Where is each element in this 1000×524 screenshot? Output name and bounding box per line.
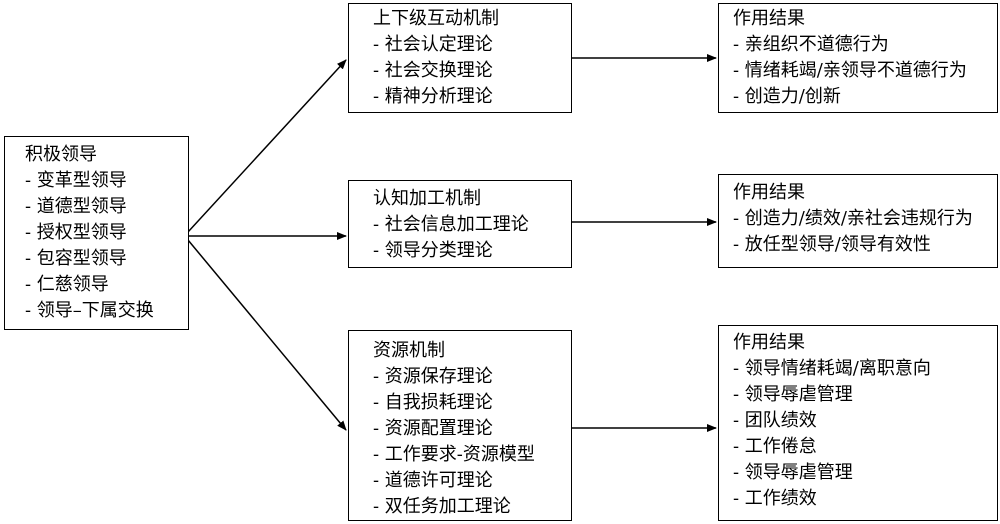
mechanism-item: - 领导分类理论: [373, 240, 493, 261]
outcome-item: - 情绪耗竭/亲领导不道德行为: [733, 60, 967, 81]
outcome-item: - 领导辱虐管理: [733, 462, 853, 483]
outcome-box-3: 作用结果 - 领导情绪耗竭/离职意向 - 领导辱虐管理 - 团队绩效 - 工作倦…: [718, 325, 998, 521]
outcome-box-2: 作用结果 - 创造力/绩效/亲社会违规行为 - 放任型领导/领导有效性: [718, 174, 998, 268]
mechanism-item: - 双任务加工理论: [373, 496, 511, 517]
outcome-item: - 亲组织不道德行为: [733, 34, 889, 55]
mechanism-title: 上下级互动机制: [373, 8, 499, 29]
outcome-item: - 工作绩效: [733, 488, 817, 509]
mechanism-item: - 社会认定理论: [373, 34, 493, 55]
source-title: 积极领导: [25, 144, 97, 165]
source-item: - 变革型领导: [25, 170, 127, 191]
mechanism-item: - 社会信息加工理论: [373, 214, 529, 235]
source-item: - 仁慈领导: [25, 274, 109, 295]
outcome-title: 作用结果: [733, 332, 805, 353]
mechanism-title: 资源机制: [373, 340, 445, 361]
mechanism-item: - 资源保存理论: [373, 366, 493, 387]
arrow-source-to-mechanism-3: [187, 239, 347, 431]
outcome-title: 作用结果: [733, 182, 805, 203]
source-item: - 领导–下属交换: [25, 300, 154, 321]
source-item: - 包容型领导: [25, 248, 127, 269]
outcome-box-1: 作用结果 - 亲组织不道德行为 - 情绪耗竭/亲领导不道德行为 - 创造力/创新: [718, 3, 998, 113]
source-item: - 授权型领导: [25, 222, 127, 243]
outcome-title: 作用结果: [733, 8, 805, 29]
outcome-item: - 领导辱虐管理: [733, 384, 853, 405]
outcome-item: - 放任型领导/领导有效性: [733, 234, 931, 255]
source-item: - 道德型领导: [25, 196, 127, 217]
mechanism-item: - 资源配置理论: [373, 418, 493, 439]
source-box: 积极领导 - 变革型领导 - 道德型领导 - 授权型领导 - 包容型领导 - 仁…: [4, 136, 189, 330]
mechanism-item: - 社会交换理论: [373, 60, 493, 81]
arrow-source-to-mechanism-1: [187, 59, 347, 233]
outcome-item: - 团队绩效: [733, 410, 817, 431]
outcome-item: - 创造力/创新: [733, 86, 841, 107]
mechanism-item: - 自我损耗理论: [373, 392, 493, 413]
mechanism-item: - 道德许可理论: [373, 470, 493, 491]
outcome-item: - 领导情绪耗竭/离职意向: [733, 358, 931, 379]
mechanism-box-resource: 资源机制 - 资源保存理论 - 自我损耗理论 - 资源配置理论 - 工作要求-资…: [348, 330, 572, 521]
outcome-item: - 创造力/绩效/亲社会违规行为: [733, 208, 973, 229]
mechanism-item: - 工作要求-资源模型: [373, 444, 535, 465]
mechanism-item: - 精神分析理论: [373, 86, 493, 107]
outcome-item: - 工作倦怠: [733, 436, 817, 457]
mechanism-box-cognitive: 认知加工机制 - 社会信息加工理论 - 领导分类理论: [348, 180, 572, 268]
mechanism-title: 认知加工机制: [373, 188, 481, 209]
mechanism-box-interaction: 上下级互动机制 - 社会认定理论 - 社会交换理论 - 精神分析理论: [348, 3, 572, 113]
